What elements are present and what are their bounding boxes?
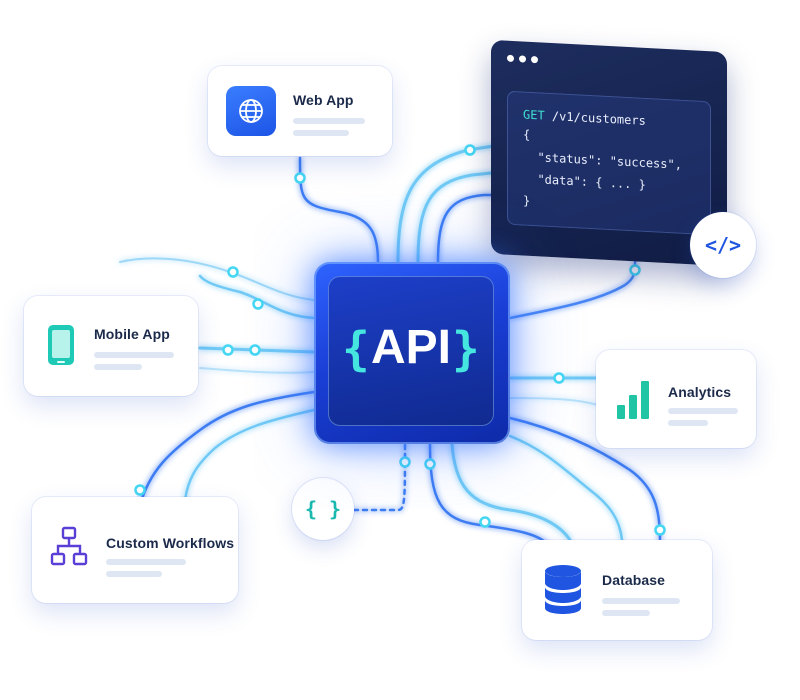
wire-code-2 [416, 168, 522, 264]
wire-mobile-app-2 [199, 367, 315, 374]
wire-workflows-1 [138, 390, 316, 507]
wire-code-1 [396, 140, 522, 264]
api-label: API [370, 321, 451, 374]
code-tag-icon: </> [690, 212, 756, 278]
connector-node [553, 372, 565, 384]
wire-code-4 [508, 260, 637, 320]
connector-node [654, 524, 666, 536]
wire-analytics-4 [508, 434, 624, 542]
database-icon [538, 560, 588, 618]
workflow-icon [44, 521, 94, 571]
http-method: GET [523, 107, 545, 123]
connector-node [249, 344, 261, 356]
connector-node [134, 484, 146, 496]
wire-analytics-2 [509, 397, 599, 406]
brace-close: } [452, 322, 480, 376]
connector-node [227, 266, 239, 278]
placeholder-line [293, 118, 365, 124]
bar-chart-icon [610, 374, 656, 424]
placeholder-line [293, 130, 349, 136]
wire-left-2 [198, 274, 316, 320]
placeholder-line [94, 364, 142, 370]
placeholder-line [94, 352, 174, 358]
placeholder-line [106, 559, 186, 565]
connector-node [222, 344, 234, 356]
curly-braces-icon: { } [292, 478, 354, 540]
code-line-open-brace: { [523, 127, 531, 142]
connector-node [629, 264, 641, 276]
placeholder-line [668, 420, 708, 426]
connector-node [464, 144, 476, 156]
database-title: Database [602, 572, 666, 588]
code-line-close-brace: } [523, 193, 531, 208]
wire-json-badge [352, 442, 407, 512]
wire-code-3 [436, 193, 522, 264]
window-dot [531, 55, 538, 64]
wire-database-2 [450, 442, 572, 542]
connector-node [294, 172, 306, 184]
placeholder-line [602, 610, 650, 616]
api-chip: { API } [314, 262, 510, 444]
mobile-app-card[interactable]: Mobile App [24, 296, 198, 396]
brace-open: { [342, 322, 370, 376]
connector-node [252, 298, 264, 310]
placeholder-line [602, 598, 680, 604]
wire-analytics-3 [508, 416, 662, 542]
mobile-app-title: Mobile App [94, 326, 170, 342]
analytics-title: Analytics [668, 384, 732, 400]
database-card[interactable]: Database [522, 540, 712, 640]
connector-node [399, 456, 411, 468]
wire-database-1 [428, 442, 550, 547]
placeholder-line [668, 408, 738, 414]
window-dot [519, 55, 526, 63]
wire-workflows-2 [183, 408, 316, 502]
window-dot [507, 54, 514, 63]
api-chip-face: { API } [328, 276, 494, 426]
web-app-title: Web App [293, 92, 354, 108]
web-app-card[interactable]: Web App [208, 66, 392, 156]
phone-icon [38, 318, 84, 372]
wire-web-app [298, 156, 380, 264]
placeholder-line [106, 571, 162, 577]
analytics-card[interactable]: Analytics [596, 350, 756, 448]
custom-workflows-card[interactable]: Custom Workflows [32, 497, 238, 603]
connector-node [479, 516, 491, 528]
wire-left-1 [119, 257, 315, 301]
globe-icon [226, 86, 276, 136]
connector-node [424, 458, 436, 470]
custom-workflows-title: Custom Workflows [106, 535, 235, 551]
